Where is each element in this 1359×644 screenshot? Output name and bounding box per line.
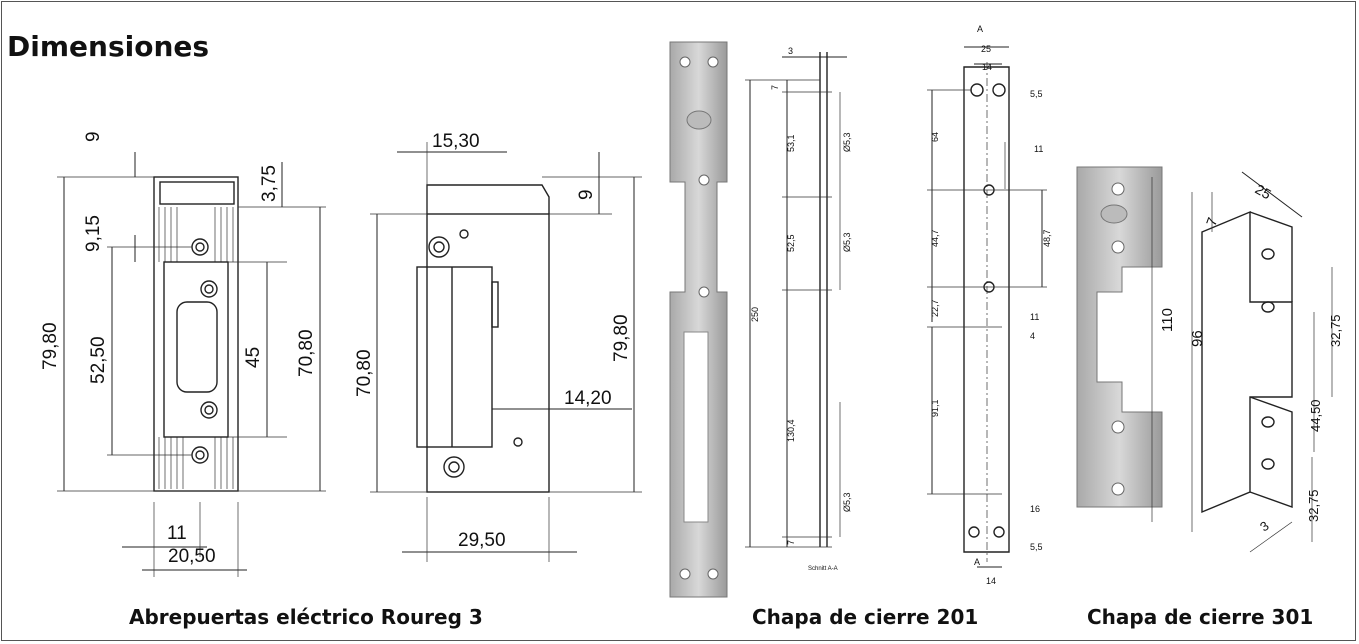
dim-9: 9 bbox=[83, 131, 104, 142]
dim-201-250: 250 bbox=[750, 307, 760, 322]
dim-201b-14: 14 bbox=[982, 62, 992, 72]
dim-201b-16: 16 bbox=[1030, 504, 1040, 514]
chapa201-section-drawing: 3 7 53,1 Ø5,3 52,5 Ø5,3 250 130,4 Ø5,3 7… bbox=[745, 46, 852, 572]
dim-79-80-side: 79,80 bbox=[611, 314, 632, 362]
dim-9-15: 9,15 bbox=[83, 215, 104, 252]
caption-chapa-301: Chapa de cierre 301 bbox=[1087, 605, 1314, 629]
label-A-top: A bbox=[977, 24, 983, 34]
chapa301-iso-drawing: 25 7 110 96 32,75 44,50 32,75 3 bbox=[1151, 171, 1343, 553]
dim-201b-5-5b: 5,5 bbox=[1030, 542, 1043, 552]
dim-79-80: 79,80 bbox=[40, 322, 61, 370]
dim-201-d53c: Ø5,3 bbox=[842, 492, 852, 512]
dim-201b-5-5a: 5,5 bbox=[1030, 89, 1043, 99]
dim-201-130-4: 130,4 bbox=[786, 419, 796, 442]
chapa201-front-drawing: A 25 14 5,5 64 11 44,7 48,7 22,7 11 4 91… bbox=[927, 24, 1052, 586]
dim-201b-14b: 14 bbox=[986, 576, 996, 586]
dim-201-53-1: 53,1 bbox=[786, 134, 796, 152]
dim-201-3: 3 bbox=[788, 46, 793, 56]
chapa201-plate-image bbox=[669, 41, 728, 598]
caption-chapa-201: Chapa de cierre 201 bbox=[752, 605, 979, 629]
roureg3-front-view: 9 3,75 9,15 79,80 52,50 45 70,80 11 20,5… bbox=[40, 131, 326, 577]
chapa301-plate-image bbox=[1076, 166, 1163, 508]
dim-3-75: 3,75 bbox=[259, 165, 280, 202]
dim-201b-25: 25 bbox=[981, 44, 991, 54]
dim-201-7a: 7 bbox=[770, 85, 780, 90]
dim-201-52-5: 52,5 bbox=[786, 234, 796, 252]
dim-301-3: 3 bbox=[1257, 518, 1272, 534]
dim-14-20: 14,20 bbox=[564, 388, 612, 409]
dim-201b-48-7: 48,7 bbox=[1042, 229, 1052, 247]
dim-201b-11b: 11 bbox=[1030, 312, 1039, 322]
label-A-bottom: A bbox=[974, 557, 980, 567]
dim-301-32-75b: 32,75 bbox=[1306, 489, 1321, 522]
roureg3-side-view: 15,30 9 70,80 79,80 14,20 29,50 bbox=[354, 131, 642, 562]
dim-70-80: 70,80 bbox=[296, 329, 317, 377]
dim-11: 11 bbox=[167, 523, 187, 544]
dim-301-96: 96 bbox=[1189, 330, 1206, 347]
dim-301-44-50: 44,50 bbox=[1308, 399, 1323, 432]
dim-301-110: 110 bbox=[1159, 308, 1176, 332]
schnitt-label: Schnitt A-A bbox=[808, 566, 838, 572]
dim-201b-91-1: 91,1 bbox=[930, 399, 940, 417]
dim-29-50: 29,50 bbox=[458, 530, 506, 551]
dim-201b-64: 64 bbox=[930, 132, 940, 142]
page-title: Dimensiones bbox=[7, 30, 210, 63]
dim-201b-22-7: 22,7 bbox=[930, 299, 940, 317]
dim-201-d53b: Ø5,3 bbox=[842, 232, 852, 252]
dim-15-30: 15,30 bbox=[432, 131, 480, 152]
dim-9-side: 9 bbox=[576, 189, 597, 200]
dim-20-50: 20,50 bbox=[168, 546, 216, 567]
dim-201-d53a: Ø5,3 bbox=[842, 132, 852, 152]
dim-201b-11a: 11 bbox=[1034, 144, 1043, 154]
caption-roureg3: Abrepuertas eléctrico Roureg 3 bbox=[129, 605, 483, 629]
dim-301-32-75a: 32,75 bbox=[1328, 314, 1343, 347]
dim-301-25: 25 bbox=[1253, 181, 1275, 203]
dim-201b-4: 4 bbox=[1030, 331, 1035, 341]
dim-45: 45 bbox=[243, 347, 264, 368]
dim-52-50: 52,50 bbox=[88, 336, 109, 384]
dim-201b-44-7: 44,7 bbox=[930, 229, 940, 247]
dim-70-80-side: 70,80 bbox=[354, 349, 375, 397]
dim-201-7b: 7 bbox=[786, 540, 796, 545]
